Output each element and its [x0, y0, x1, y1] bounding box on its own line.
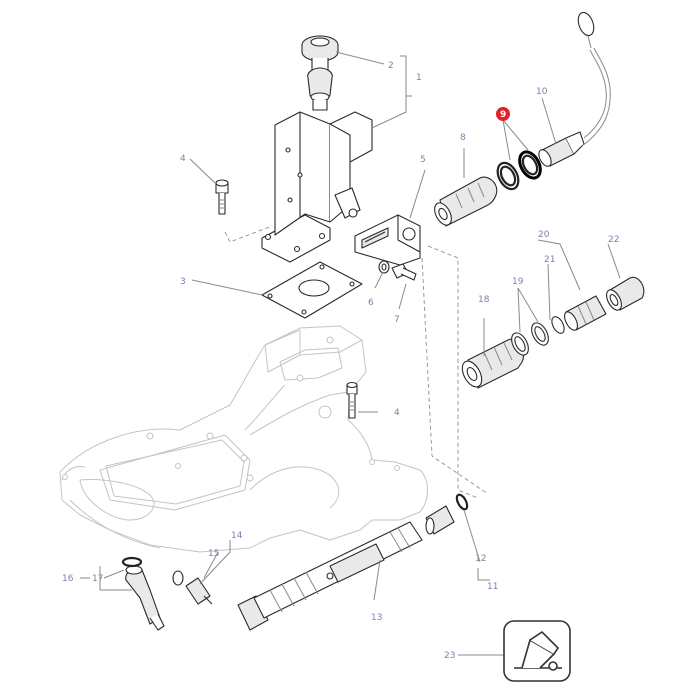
callout-9[interactable]: 9 — [500, 110, 506, 120]
callout-13[interactable]: 13 — [371, 613, 382, 623]
callout-23[interactable]: 23 — [444, 651, 455, 661]
bolt-small — [391, 263, 417, 281]
assembly-lines — [224, 225, 489, 499]
callout-17[interactable]: 17 — [92, 574, 103, 584]
callout-12[interactable]: 12 — [475, 554, 486, 564]
callout-2[interactable]: 2 — [388, 61, 394, 71]
callout-22[interactable]: 22 — [608, 235, 619, 245]
straight-fitting — [425, 493, 469, 535]
hydraulic-hose — [237, 521, 423, 631]
callout-5[interactable]: 5 — [420, 155, 426, 165]
nipple-fitting — [564, 295, 607, 331]
callout-labels: 1 2 3 4 4 5 6 7 8 9 10 11 12 13 14 15 16… — [62, 61, 619, 661]
o-rings-lower — [511, 316, 565, 356]
callout-3[interactable]: 3 — [180, 277, 186, 287]
dust-cap-plug — [538, 11, 611, 167]
callout-4-upper[interactable]: 4 — [180, 154, 186, 164]
filler-cap — [301, 35, 339, 111]
bolt-lower — [346, 381, 358, 419]
callout-8[interactable]: 8 — [460, 133, 466, 143]
adapter-fitting — [172, 570, 213, 605]
trailer-hitch-icon — [503, 620, 571, 682]
callout-15[interactable]: 15 — [208, 549, 219, 559]
callout-10[interactable]: 10 — [536, 87, 548, 97]
banjo-elbow — [121, 556, 165, 631]
callout-18[interactable]: 18 — [478, 295, 490, 305]
rear-housing-casting — [59, 325, 428, 553]
mounting-stand — [261, 111, 373, 263]
seal-rings — [496, 150, 542, 191]
callout-11[interactable]: 11 — [487, 582, 498, 592]
callout-7[interactable]: 7 — [394, 315, 400, 325]
angle-bracket — [354, 214, 421, 266]
callout-19[interactable]: 19 — [512, 277, 524, 287]
gasket-plate — [261, 261, 363, 319]
callout-21[interactable]: 21 — [544, 255, 555, 265]
callout-14[interactable]: 14 — [231, 531, 243, 541]
callout-6[interactable]: 6 — [368, 298, 374, 308]
washer-small — [378, 260, 390, 274]
adapter-nut — [606, 276, 645, 311]
coupler-body — [461, 338, 525, 389]
coupling-sleeve — [434, 176, 498, 227]
callout-16[interactable]: 16 — [62, 574, 74, 584]
callout-1[interactable]: 1 — [416, 73, 422, 83]
callout-9-badge[interactable]: 9 — [496, 107, 510, 121]
bolt-upper — [215, 179, 229, 215]
callout-20[interactable]: 20 — [538, 230, 550, 240]
callout-4-lower[interactable]: 4 — [394, 408, 400, 418]
leader-lines — [80, 51, 621, 656]
